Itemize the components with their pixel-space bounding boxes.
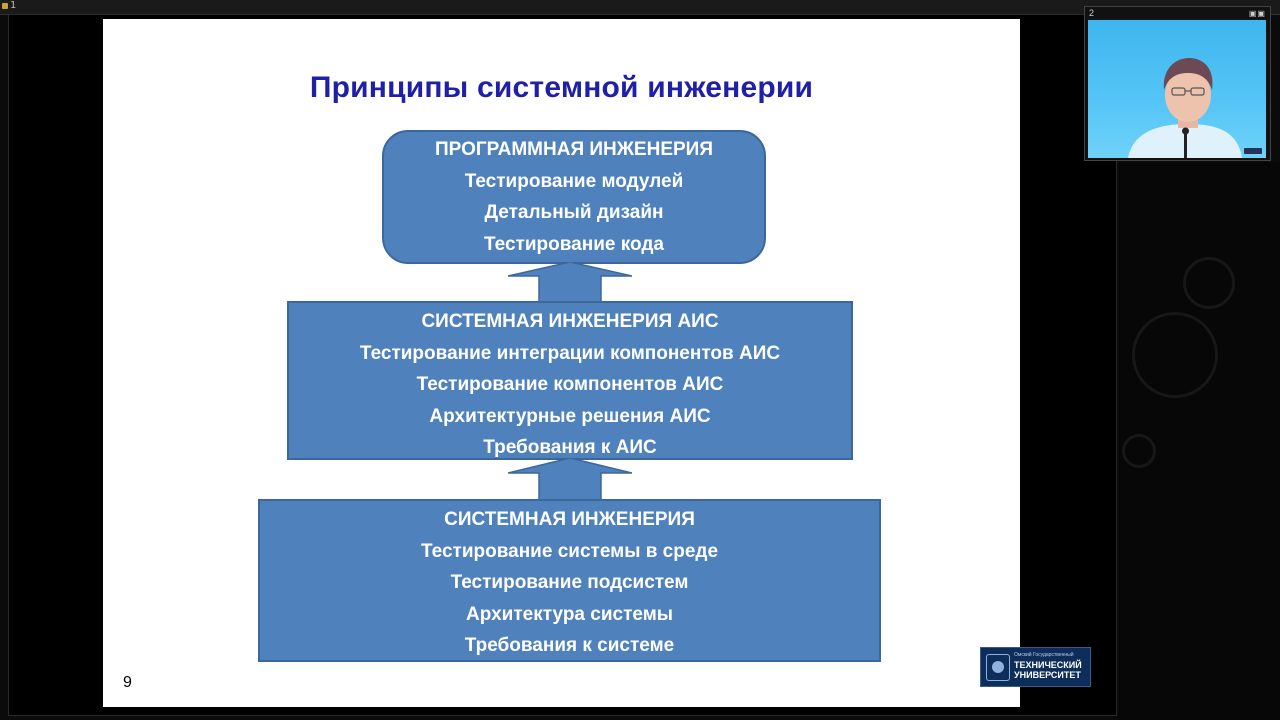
webcam-window[interactable]: 2 ▣▣ bbox=[1084, 6, 1271, 161]
logo-line-2: УНИВЕРСИТЕТ bbox=[1014, 670, 1081, 680]
level-header: СИСТЕМНАЯ ИНЖЕНЕРИЯ bbox=[444, 509, 695, 530]
ghost-circle bbox=[1132, 312, 1218, 398]
level-software-engineering: ПРОГРАММНАЯ ИНЖЕНЕРИЯ Тестирование модул… bbox=[382, 130, 766, 264]
arrow-up-icon bbox=[508, 262, 632, 303]
logo-text: ТЕХНИЧЕСКИЙ УНИВЕРСИТЕТ bbox=[1014, 660, 1082, 680]
webcam-feed bbox=[1088, 20, 1266, 158]
level-system-engineering: СИСТЕМНАЯ ИНЖЕНЕРИЯ Тестирование системы… bbox=[258, 499, 881, 662]
ghost-circle bbox=[1183, 257, 1235, 309]
webcam-badge bbox=[1244, 148, 1262, 154]
university-logo: Омский Государственный ТЕХНИЧЕСКИЙ УНИВЕ… bbox=[980, 647, 1091, 687]
app-icon bbox=[2, 3, 8, 9]
page-number: 9 bbox=[123, 674, 132, 691]
level-item: Тестирование интеграции компонентов АИС bbox=[359, 342, 781, 364]
level-header: ПРОГРАММНАЯ ИНЖЕНЕРИЯ bbox=[435, 139, 713, 160]
logo-line-1: ТЕХНИЧЕСКИЙ bbox=[1014, 660, 1082, 670]
window-index: 1 bbox=[10, 0, 17, 11]
presenter-avatar bbox=[1128, 58, 1242, 158]
level-item: Тестирование компонентов АИС bbox=[416, 374, 724, 395]
side-panel bbox=[1118, 162, 1280, 720]
logo-small-text: Омский Государственный bbox=[1014, 652, 1074, 658]
emblem-icon bbox=[986, 654, 1010, 681]
webcam-index: 2 bbox=[1089, 8, 1095, 18]
ghost-circle bbox=[1122, 434, 1156, 468]
level-item: Архитектурные решения АИС bbox=[429, 405, 711, 427]
level-item: Архитектура системы bbox=[466, 603, 673, 625]
level-item: Тестирование модулей bbox=[464, 170, 684, 192]
level-item: Тестирование системы в среде bbox=[420, 540, 719, 562]
slide: Принципы системной инженерии ПРОГРАММНАЯ… bbox=[103, 19, 1020, 707]
level-item: Требования к АИС bbox=[483, 437, 657, 458]
slide-title: Принципы системной инженерии bbox=[309, 71, 814, 104]
level-item: Детальный дизайн bbox=[484, 202, 664, 223]
window-controls-icon[interactable]: ▣▣ bbox=[1248, 9, 1266, 18]
level-item: Тестирование подсистем bbox=[450, 572, 689, 593]
level-ais-engineering: СИСТЕМНАЯ ИНЖЕНЕРИЯ АИС Тестирование инт… bbox=[287, 301, 853, 460]
arrow-up-icon bbox=[508, 458, 632, 501]
level-item: Тестирование кода bbox=[484, 233, 664, 255]
level-item: Требования к системе bbox=[464, 635, 675, 656]
level-header: СИСТЕМНАЯ ИНЖЕНЕРИЯ АИС bbox=[421, 311, 719, 332]
